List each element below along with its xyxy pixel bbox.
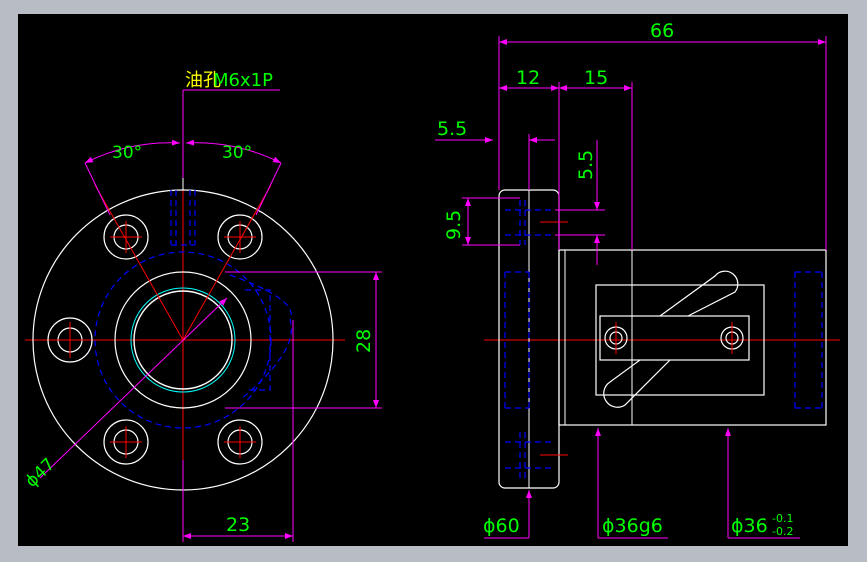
dim-5-5-v-label: 5.5 <box>575 150 597 180</box>
dim-5-5-h-label: 5.5 <box>437 118 467 140</box>
side-view: 66 12 15 5.5 <box>435 20 840 539</box>
angle-left-label: 30° <box>112 143 142 163</box>
bore-circle <box>133 290 233 390</box>
hidden-circle <box>94 251 272 429</box>
front-view: ϕ47 30° 30° 油孔 M6x1P 28 <box>22 70 382 542</box>
slot-rect <box>599 315 750 361</box>
dia47-label: ϕ47 <box>22 454 60 491</box>
bolt-hole-centers <box>52 221 256 458</box>
thread-spec-label: M6x1P <box>213 70 273 91</box>
front-centerlines <box>25 140 345 520</box>
dim-23-label: 23 <box>226 514 250 536</box>
dim-12-label: 12 <box>516 67 540 89</box>
dia47-leader <box>39 297 228 479</box>
dia-36-label: ϕ36 <box>731 515 768 537</box>
dim-9-5-label: 9.5 <box>443 210 465 240</box>
oil-hole-hidden <box>170 190 292 401</box>
dim-66-label: 66 <box>650 20 674 42</box>
dia-60-label: ϕ60 <box>483 515 520 537</box>
dim-15-label: 15 <box>584 67 608 89</box>
angle-right-label: 30° <box>222 143 252 163</box>
thread-circle <box>130 287 236 393</box>
tol-upper-label: -0.1 <box>772 512 793 525</box>
dia-36g6-label: ϕ36g6 <box>602 515 663 537</box>
oil-hole-label: 油孔 <box>185 70 221 91</box>
body-circle <box>114 271 252 409</box>
body-outline <box>558 249 827 426</box>
dim-28-label: 28 <box>353 329 375 353</box>
tol-lower-label: -0.2 <box>772 525 793 538</box>
